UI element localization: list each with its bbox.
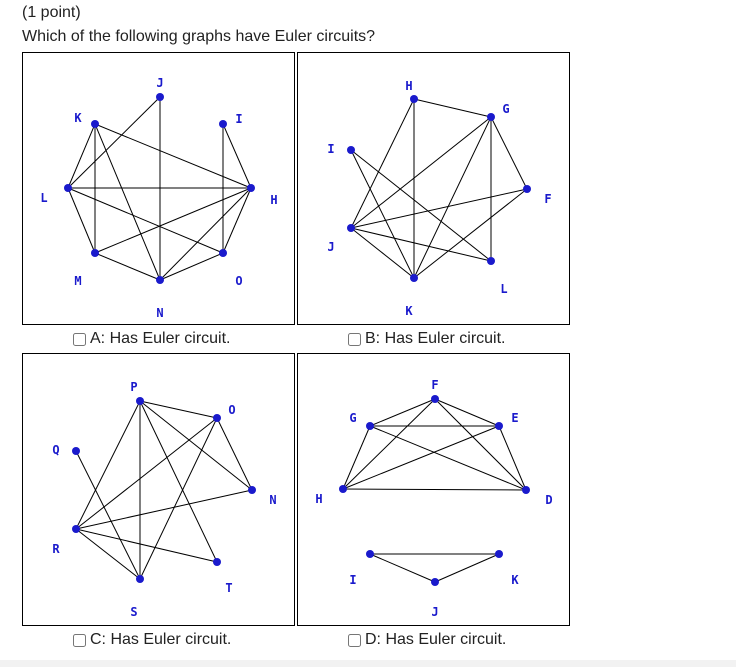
option-b-checkbox[interactable]: [348, 332, 361, 346]
vertex-h: [410, 95, 418, 103]
graph-c-vertices: [72, 397, 256, 583]
option-a[interactable]: A: Has Euler circuit.: [73, 330, 230, 348]
option-d[interactable]: D: Has Euler circuit.: [348, 631, 506, 649]
label-i: I: [327, 142, 334, 156]
label-m: M: [74, 274, 81, 288]
vertex-e: [495, 422, 503, 430]
option-d-checkbox[interactable]: [348, 633, 361, 647]
vertex-i: [347, 146, 355, 154]
vertex-n: [248, 486, 256, 494]
label-q: Q: [52, 443, 59, 457]
option-b-label: B: Has Euler circuit.: [365, 330, 506, 347]
vertex-j: [156, 93, 164, 101]
vertex-h: [339, 485, 347, 493]
label-p: P: [130, 380, 137, 394]
vertex-o: [219, 249, 227, 257]
graph-a-vertices: [64, 93, 255, 284]
vertex-l: [487, 257, 495, 265]
label-t: T: [225, 581, 232, 595]
option-b[interactable]: B: Has Euler circuit.: [348, 330, 505, 348]
vertex-f: [431, 395, 439, 403]
label-j: J: [431, 605, 438, 619]
vertex-g: [487, 113, 495, 121]
vertex-p: [136, 397, 144, 405]
vertex-r: [72, 525, 80, 533]
label-g: G: [349, 411, 356, 425]
graph-a-svg: J I K L H M N O: [40, 76, 277, 320]
vertex-n: [156, 276, 164, 284]
label-j: J: [156, 76, 163, 90]
vertex-h: [247, 184, 255, 192]
vertex-s: [136, 575, 144, 583]
label-d: D: [545, 493, 552, 507]
graph-a-edges: [67, 96, 252, 281]
label-k: K: [511, 573, 519, 587]
option-c[interactable]: C: Has Euler circuit.: [73, 631, 231, 649]
label-f: F: [544, 192, 551, 206]
label-h: H: [405, 79, 412, 93]
graph-b-edges: [350, 98, 528, 279]
graph-a-panel: J I K L H M N O: [22, 52, 295, 325]
graph-d-vertices: [339, 395, 530, 586]
graph-b-svg: H G I F J K L: [327, 79, 551, 318]
graph-c-panel: P O Q N R S T: [22, 353, 295, 626]
option-c-checkbox[interactable]: [73, 633, 86, 647]
label-h: H: [270, 193, 277, 207]
vertex-q: [72, 447, 80, 455]
label-j: J: [327, 240, 334, 254]
vertex-d: [522, 486, 530, 494]
graph-b-panel: H G I F J K L: [297, 52, 570, 325]
label-i: I: [235, 112, 242, 126]
vertex-l: [64, 184, 72, 192]
vertex-m: [91, 249, 99, 257]
label-r: R: [52, 542, 60, 556]
vertex-k: [91, 120, 99, 128]
vertex-g: [366, 422, 374, 430]
label-h: H: [315, 492, 322, 506]
question-text: Which of the following graphs have Euler…: [22, 28, 376, 45]
label-o: O: [235, 274, 242, 288]
vertex-i: [219, 120, 227, 128]
label-k: K: [74, 111, 82, 125]
label-i: I: [349, 573, 356, 587]
label-l: L: [40, 191, 47, 205]
graph-b-vertices: [347, 95, 531, 282]
graph-d-edges: [342, 398, 527, 583]
vertex-o: [213, 414, 221, 422]
vertex-f: [523, 185, 531, 193]
vertex-j: [347, 224, 355, 232]
label-l: L: [500, 282, 507, 296]
vertex-i: [366, 550, 374, 558]
label-s: S: [130, 605, 137, 619]
footer-strip: [0, 660, 736, 667]
vertex-t: [213, 558, 221, 566]
label-n: N: [156, 306, 163, 320]
label-o: O: [228, 403, 235, 417]
graph-c-edges: [75, 400, 253, 580]
label-g: G: [502, 102, 509, 116]
vertex-k: [410, 274, 418, 282]
graph-d-svg: F G E H D I K J: [315, 378, 552, 619]
graph-d-panel: F G E H D I K J: [297, 353, 570, 626]
option-a-checkbox[interactable]: [73, 332, 86, 346]
graph-c-svg: P O Q N R S T: [52, 380, 276, 619]
label-n: N: [269, 493, 276, 507]
option-d-label: D: Has Euler circuit.: [365, 631, 507, 648]
vertex-k: [495, 550, 503, 558]
points-label: (1 point): [22, 4, 81, 21]
option-c-label: C: Has Euler circuit.: [90, 631, 232, 648]
label-f: F: [431, 378, 438, 392]
label-k: K: [405, 304, 413, 318]
option-a-label: A: Has Euler circuit.: [90, 330, 231, 347]
label-e: E: [511, 411, 518, 425]
vertex-j: [431, 578, 439, 586]
